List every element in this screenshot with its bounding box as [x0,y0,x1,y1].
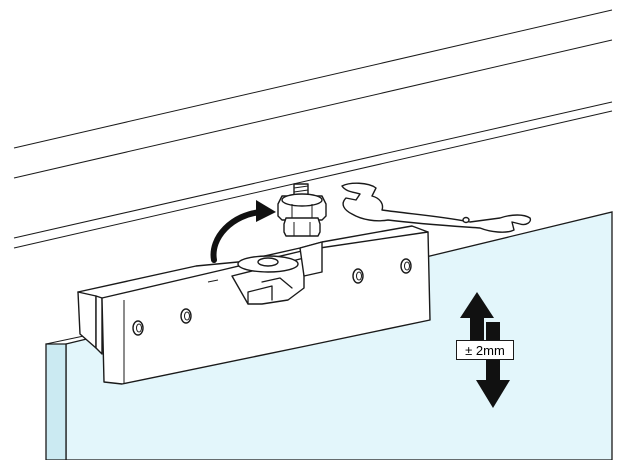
height-adjust-arrows [460,292,510,408]
nut-icon [277,193,327,221]
glass-edge [45,343,67,460]
wrench-icon [341,182,532,233]
lower-nut [283,217,321,237]
adjustment-label-text: ± 2mm [465,342,505,358]
adjustment-label: ± 2mm [456,340,514,360]
ceiling-rail [13,9,613,249]
adjustment-bolt [237,183,327,273]
clamp-end-cap [77,291,97,349]
rotation-arrow-icon [210,200,276,263]
up-arrow-icon [460,292,494,342]
